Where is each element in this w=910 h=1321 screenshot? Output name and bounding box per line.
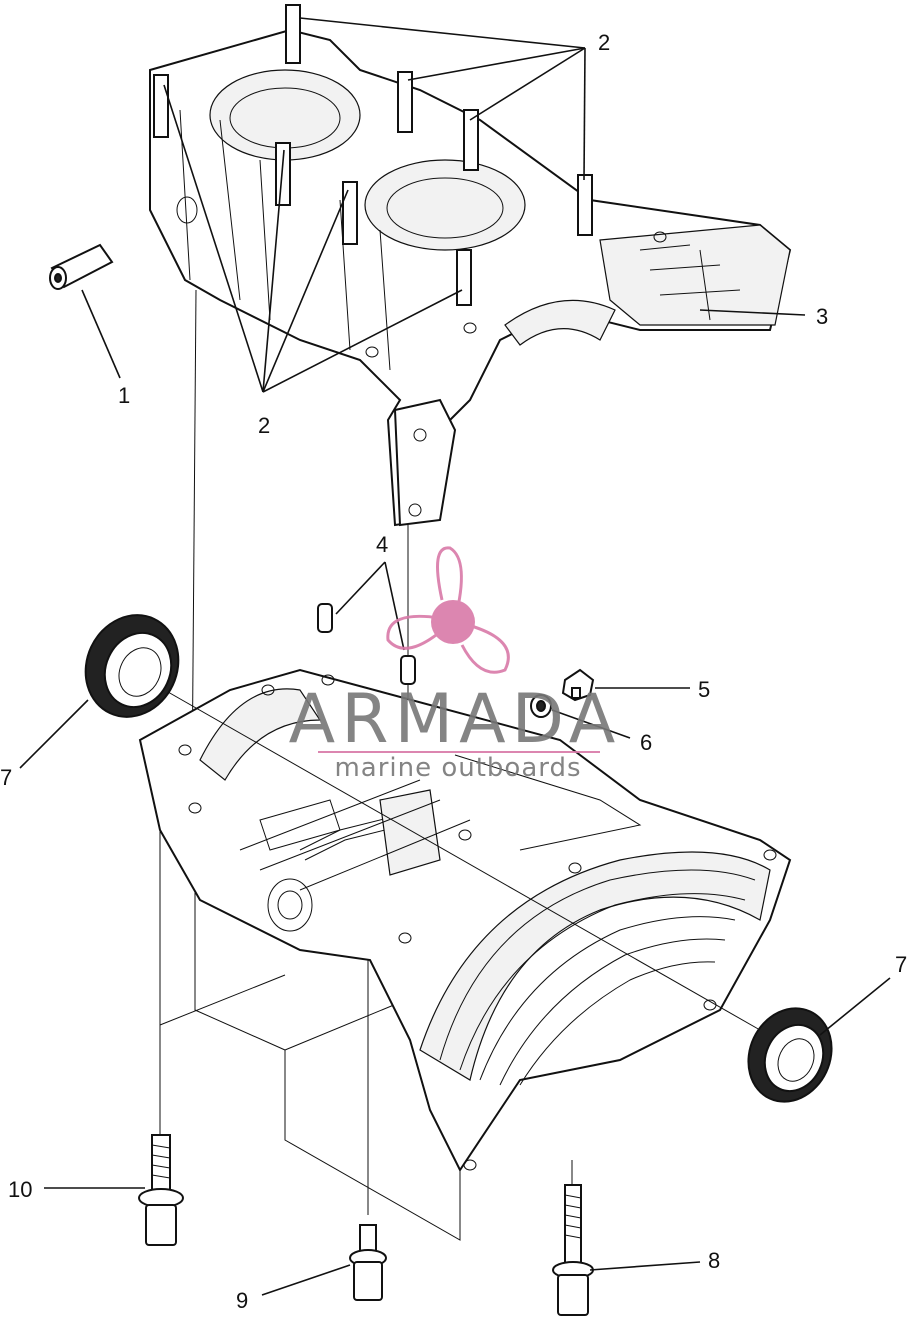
- watermark: ARMADA marine outboards: [289, 546, 622, 783]
- callout-7-left: 7: [0, 765, 12, 790]
- watermark-tagline: marine outboards: [334, 753, 581, 783]
- propeller-logo-icon: [386, 546, 510, 674]
- callout-4: 4: [376, 532, 388, 557]
- callout-5: 5: [698, 677, 710, 702]
- callout-3: 3: [816, 304, 828, 329]
- lower-crankcase: [138, 668, 792, 1241]
- callout-2-bottom: 2: [258, 413, 270, 438]
- crankshaft-axis: [139, 675, 761, 1031]
- bolts: [44, 1134, 701, 1316]
- fitting-part-1: [49, 243, 114, 290]
- callout-10: 10: [8, 1177, 32, 1202]
- callout-7-right: 7: [895, 952, 907, 977]
- leader-lines-upper: [81, 17, 806, 393]
- watermark-brand: ARMADA: [289, 680, 622, 759]
- callout-1: 1: [118, 383, 130, 408]
- callout-6: 6: [640, 730, 652, 755]
- cylinder-studs: [153, 4, 593, 306]
- alignment-lines: [159, 289, 573, 1215]
- callout-8: 8: [708, 1248, 720, 1273]
- callout-2-top: 2: [598, 30, 610, 55]
- callout-labels: 1 2 2 3 4 5 6 7 7 8 9 10: [0, 30, 907, 1313]
- dowel-pins: [317, 561, 416, 685]
- drain-plug-and-washer: [530, 668, 690, 739]
- callout-9: 9: [236, 1288, 248, 1313]
- oil-seals: [19, 614, 891, 1103]
